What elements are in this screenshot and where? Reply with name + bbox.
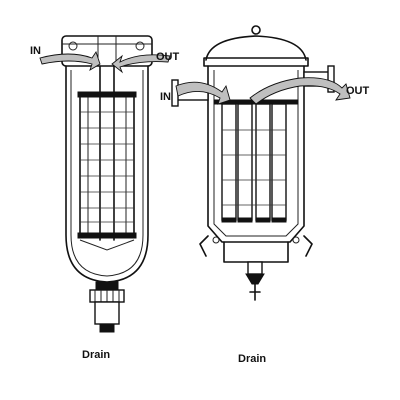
left-in-label: IN [30,45,41,57]
right-filter-shell [207,65,305,243]
left-filter-element [77,91,137,239]
left-out-label: OUT [156,51,180,63]
right-drain-valve [245,261,265,301]
right-in-label: IN [160,91,171,103]
left-filter-head [61,35,153,67]
right-out-arrow [249,77,351,105]
right-out-label: OUT [346,85,370,97]
left-filter: IN OUT Drain [30,35,180,361]
right-filter: IN OUT Drain [160,25,370,365]
right-filter-dome [205,35,307,61]
left-out-arrow [111,54,171,74]
left-drain-valve [89,281,125,333]
left-in-arrow [39,50,101,72]
right-filter-cartridges [221,103,287,223]
right-in-arrow [175,81,231,105]
left-drain-label: Drain [82,349,110,361]
right-drain-label: Drain [238,353,266,365]
